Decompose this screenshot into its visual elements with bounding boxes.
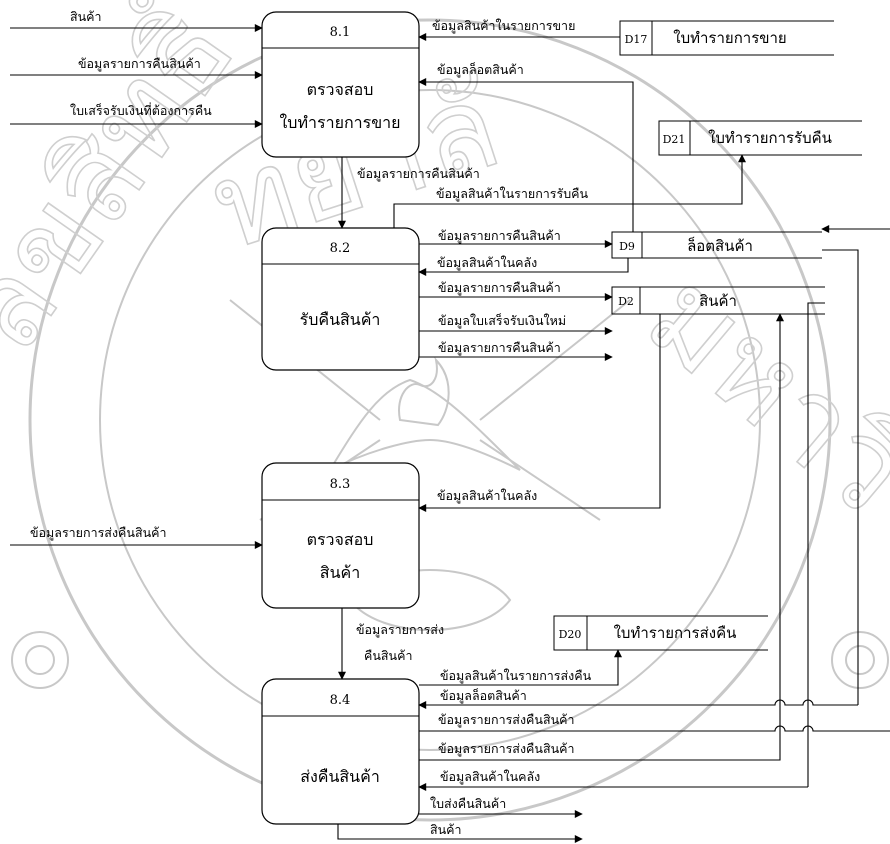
flow-label: ข้อมูลรายการคืนสินค้า (438, 280, 561, 296)
flow-to-d21: ข้อมูลสินค้าในรายการรับคืน (393, 154, 746, 228)
flow-in-receipt: ใบเสร็จรับเงินที่ต้องการคืน (10, 102, 263, 128)
flow-lot-to-8-1: ข้อมูลล็อตสินค้า (418, 62, 634, 232)
flow-send-out-2: ข้อมูลรายการส่งคืนสินค้า (419, 313, 784, 761)
flow-in-product: สินค้า (10, 9, 263, 32)
flow-label: ข้อมูลรายการคืนสินค้า (78, 56, 201, 72)
process-number: 8.2 (330, 241, 351, 256)
flow-stock-line-right (807, 302, 825, 787)
flow-label: สินค้า (70, 9, 102, 24)
process-number: 8.4 (330, 693, 351, 708)
datastore-id: D2 (618, 295, 634, 308)
flow-label: ใบส่งคืนสินค้า (430, 796, 506, 811)
flow-label: ข้อมูลรายการคืนสินค้า (438, 340, 561, 356)
flow-in-send-return: ข้อมูลรายการส่งคืนสินค้า (10, 525, 263, 549)
flow-label: ข้อมูลรายการส่งคืนสินค้า (438, 741, 575, 757)
datastore-name: ใบทำรายการส่งคืน (614, 624, 737, 642)
flow-to-d20: ข้อมูลสินค้าในรายการส่งคืน (419, 649, 622, 686)
flow-stock-to-8-2: ข้อมูลสินค้าในคลัง (418, 255, 629, 276)
process-name: ใบทำรายการขาย (279, 113, 400, 132)
datastore-d17: D17 ใบทำรายการขาย (619, 20, 834, 56)
flow-in-return-list: ข้อมูลรายการคืนสินค้า (10, 56, 263, 79)
flow-8-2-to-d2: ข้อมูลรายการคืนสินค้า (419, 280, 613, 301)
datastore-name: ล็อตสินค้า (687, 236, 753, 255)
flow-stock-to-8-4: ข้อมูลสินค้าในคลัง (418, 769, 808, 791)
flow-label: ข้อมูลใบเสร็จรับเงินใหม่ (438, 313, 566, 329)
datastore-d20: D20 ใบทำรายการส่งคืน (553, 615, 768, 651)
process-number: 8.3 (330, 477, 351, 492)
flow-8-1-to-8-2: ข้อมูลรายการคืนสินค้า (338, 157, 480, 229)
flow-label: ข้อมูลล็อตสินค้า (437, 62, 524, 78)
flow-8-3-to-8-4: ข้อมูลรายการส่ง คืนสินค้า (338, 608, 444, 680)
flow-receipt-new: ข้อมูลใบเสร็จรับเงินใหม่ (419, 313, 613, 335)
flow-lot-to-8-4: ข้อมูลล็อตสินค้า (418, 688, 858, 709)
flow-send-out-1: ข้อมูลรายการส่งคืนสินค้า (419, 712, 890, 732)
flow-label: ข้อมูลรายการส่ง (356, 622, 444, 638)
datastore-id: D9 (619, 240, 635, 253)
flow-d17-to-8-1: ข้อมูลสินค้าในรายการขาย (418, 18, 620, 41)
process-8-1: 8.1 ตรวจสอบ ใบทำรายการขาย (261, 11, 420, 158)
flow-product-out: สินค้า (337, 822, 583, 843)
process-name: ส่งคืนสินค้า (300, 767, 380, 786)
flow-label: ข้อมูลสินค้าในคลัง (437, 255, 537, 271)
flow-label: ใบเสร็จรับเงินที่ต้องการคืน (70, 102, 212, 118)
flow-stock-to-8-3: ข้อมูลสินค้าในคลัง (418, 314, 661, 512)
process-name: รับคืนสินค้า (300, 310, 381, 329)
flow-label: สินค้า (430, 822, 462, 837)
flow-label: ข้อมูลสินค้าในรายการขาย (432, 18, 575, 34)
flow-label: ข้อมูลสินค้าในรายการรับคืน (436, 186, 589, 202)
flow-8-2-to-d9: ข้อมูลรายการคืนสินค้า (419, 228, 613, 248)
flow-label: ข้อมูลรายการคืนสินค้า (438, 228, 561, 244)
datastore-name: ใบทำรายการรับคืน (708, 129, 832, 147)
process-name: ตรวจสอบ (307, 80, 374, 99)
datastore-d21: D21 ใบทำรายการรับคืน (658, 120, 862, 156)
flow-label: ข้อมูลสินค้าในคลัง (437, 488, 537, 504)
flow-label: ข้อมูลรายการคืนสินค้า (357, 166, 480, 182)
flow-label: ข้อมูลรายการส่งคืนสินค้า (30, 525, 167, 541)
process-8-2: 8.2 รับคืนสินค้า (261, 227, 420, 371)
datastore-name: ใบทำรายการขาย (673, 29, 786, 47)
flow-lot-line-right (822, 249, 859, 705)
process-number: 8.1 (330, 25, 351, 40)
flow-label: ข้อมูลรายการส่งคืนสินค้า (438, 712, 575, 728)
flow-label: ข้อมูลล็อตสินค้า (440, 688, 527, 704)
flow-label: ข้อมูลสินค้าในรายการส่งคืน (440, 668, 592, 684)
datastore-d2: D2 สินค้า (611, 286, 825, 315)
datastore-id: D21 (663, 133, 686, 146)
flow-return-slip-out: ใบส่งคืนสินค้า (419, 796, 583, 818)
flow-label: ข้อมูลสินค้าในคลัง (440, 769, 540, 785)
datastore-id: D17 (625, 33, 648, 46)
svg-text:มหาวิ: มหาวิ (621, 246, 890, 541)
datastore-id: D20 (559, 628, 582, 641)
process-8-4: 8.4 ส่งคืนสินค้า (261, 678, 420, 825)
process-8-3: 8.3 ตรวจสอบ สินค้า (261, 462, 420, 609)
flow-return-out: ข้อมูลรายการคืนสินค้า (419, 340, 613, 361)
process-name: ตรวจสอบ (307, 530, 374, 549)
process-name: สินค้า (320, 563, 360, 582)
flow-label: คืนสินค้า (364, 648, 412, 663)
datastore-name: สินค้า (699, 292, 737, 310)
